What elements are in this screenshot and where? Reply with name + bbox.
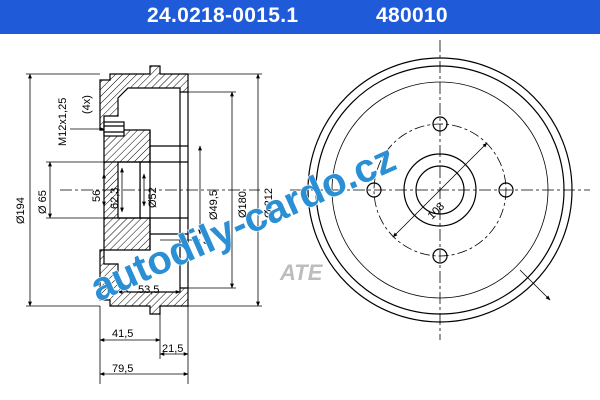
label-d194: Ø194 xyxy=(15,197,27,224)
label-pcd108: 108 xyxy=(426,201,447,222)
label-w3: 3 xyxy=(203,235,209,247)
front-view xyxy=(290,40,590,340)
article-number: 480010 xyxy=(376,4,448,27)
brand-logo: ATE xyxy=(279,260,324,285)
pcd-diameter-line xyxy=(392,142,488,238)
part-number: 24.0218-0015.1 xyxy=(147,4,299,27)
drum-section-lower xyxy=(99,249,189,315)
stud-hole-right xyxy=(498,182,514,198)
label-w21-5: 21,5 xyxy=(162,343,183,355)
stud-hole-bottom xyxy=(432,248,448,264)
label-w41-5: 41,5 xyxy=(112,328,133,340)
label-d212: Ø 212 xyxy=(263,188,275,218)
label-h62-3: 62,3 xyxy=(109,188,121,209)
label-w53-5: 53,5 xyxy=(138,284,159,296)
technical-drawing: Ø194 Ø 65 M12x1,25 (4x) 56 62,3 Ø52 Ø49,… xyxy=(15,40,590,384)
label-d52: Ø52 xyxy=(147,187,159,208)
label-w79-5: 79,5 xyxy=(112,363,133,375)
outer-diameter-leader xyxy=(519,269,551,301)
label-thread-count: (4x) xyxy=(81,95,93,114)
drum-section-upper xyxy=(99,65,189,131)
label-d49-5: Ø49,5 xyxy=(208,190,220,220)
label-d65: Ø 65 xyxy=(37,190,49,214)
section-view xyxy=(60,65,260,315)
dimension-lines xyxy=(26,73,262,384)
header-bar: 24.0218-0015.1 480010 xyxy=(0,0,600,34)
label-thread: M12x1,25 xyxy=(57,98,69,146)
label-d180: Ø180 xyxy=(237,191,249,218)
label-h56: 56 xyxy=(91,190,103,202)
